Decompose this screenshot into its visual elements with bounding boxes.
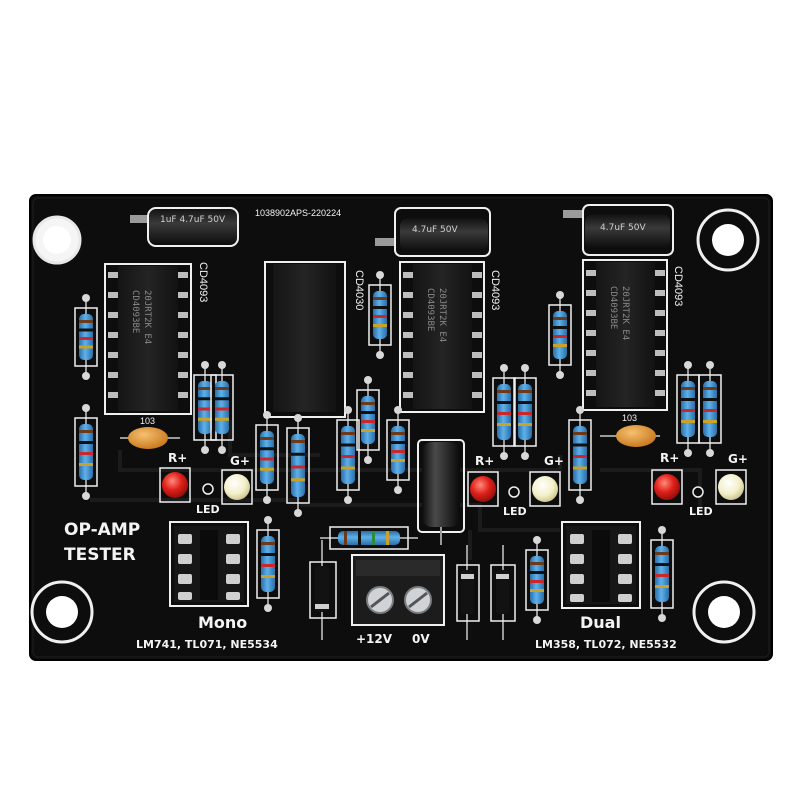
ic-side-label: CD4030 bbox=[353, 270, 365, 310]
resistor bbox=[492, 364, 516, 460]
svg-text:LED: LED bbox=[196, 503, 220, 516]
pcb-edge-highlight bbox=[32, 197, 770, 658]
ceramic-capacitor: 103 bbox=[120, 416, 180, 449]
ic-chip-4: 20JRT2K E4 CD4093BE CD4093 bbox=[582, 259, 684, 411]
svg-text:20JRT2K E4: 20JRT2K E4 bbox=[142, 290, 152, 344]
red-led bbox=[470, 476, 496, 502]
resistor bbox=[286, 414, 310, 517]
svg-text:4.7uF 50V: 4.7uF 50V bbox=[600, 223, 647, 233]
svg-text:1uF 4.7uF 50V: 1uF 4.7uF 50V bbox=[160, 215, 226, 225]
svg-text:CD4093BE: CD4093BE bbox=[130, 290, 140, 333]
svg-text:LM741, TL071, NE5534: LM741, TL071, NE5534 bbox=[136, 638, 278, 651]
white-led bbox=[224, 474, 250, 500]
svg-text:R+: R+ bbox=[168, 451, 187, 465]
ic-chip-2: CD4030 bbox=[264, 261, 365, 418]
ic-side-label: CD4093 bbox=[197, 262, 209, 302]
red-led bbox=[162, 472, 188, 498]
svg-text:20JRT2K E4: 20JRT2K E4 bbox=[620, 286, 630, 340]
diode bbox=[490, 545, 516, 640]
svg-text:103: 103 bbox=[140, 416, 155, 426]
svg-text:LED: LED bbox=[689, 505, 713, 518]
svg-text:G+: G+ bbox=[544, 454, 564, 468]
svg-text:CD4093BE: CD4093BE bbox=[608, 286, 618, 329]
diode bbox=[456, 545, 480, 640]
led-group-1: R+ G+ LED bbox=[159, 451, 253, 516]
power-terminal-block: +12V 0V bbox=[351, 554, 445, 646]
resistor bbox=[74, 404, 98, 500]
svg-text:LM358, TL072, NE5532: LM358, TL072, NE5532 bbox=[535, 638, 677, 651]
board-serial-text: 1038902APS-220224 bbox=[255, 208, 341, 218]
ic-side-label: CD4093 bbox=[672, 266, 684, 306]
resistor bbox=[356, 376, 380, 464]
svg-text:103: 103 bbox=[622, 413, 637, 423]
led-group-3: R+ G+ LED bbox=[651, 451, 748, 518]
diode bbox=[309, 540, 337, 640]
resistor bbox=[386, 406, 410, 494]
svg-text:R+: R+ bbox=[660, 451, 679, 465]
svg-text:+12V: +12V bbox=[356, 632, 393, 646]
resistor bbox=[568, 406, 592, 504]
mounting-hole bbox=[46, 596, 78, 628]
board-title-line2: TESTER bbox=[64, 545, 136, 565]
ceramic-capacitor: 103 bbox=[600, 413, 660, 447]
resistor bbox=[676, 361, 700, 457]
svg-text:0V: 0V bbox=[412, 632, 430, 646]
resistor bbox=[320, 526, 418, 550]
resistor bbox=[336, 406, 360, 504]
svg-text:20JRT2K E4: 20JRT2K E4 bbox=[437, 288, 447, 342]
resistor bbox=[255, 411, 279, 504]
svg-text:R+: R+ bbox=[475, 454, 494, 468]
red-led bbox=[654, 474, 680, 500]
ic-socket-mono: Mono LM741, TL071, NE5534 bbox=[136, 521, 278, 651]
mounting-hole bbox=[696, 208, 760, 272]
white-led bbox=[532, 476, 558, 502]
svg-text:CD4093BE: CD4093BE bbox=[425, 288, 435, 331]
mounting-holes bbox=[30, 208, 760, 644]
resistor bbox=[650, 526, 674, 622]
electrolytic-capacitor: 4.7uF 50V bbox=[375, 207, 491, 257]
white-led bbox=[718, 474, 744, 500]
ic-socket-dual: Dual LM358, TL072, NE5532 bbox=[535, 521, 677, 651]
mounting-hole bbox=[708, 596, 740, 628]
electrolytic-capacitor: 1uF 4.7uF 50V bbox=[130, 207, 239, 247]
mounting-hole bbox=[712, 224, 744, 256]
svg-text:Mono: Mono bbox=[198, 613, 247, 632]
svg-text:Dual: Dual bbox=[580, 613, 621, 632]
resistors bbox=[74, 271, 722, 624]
electrolytic-capacitor-large bbox=[417, 439, 465, 545]
resistor bbox=[698, 361, 722, 457]
svg-text:G+: G+ bbox=[230, 454, 250, 468]
mounting-hole bbox=[692, 580, 756, 644]
resistor bbox=[74, 294, 98, 380]
svg-text:G+: G+ bbox=[728, 452, 748, 466]
svg-text:4.7uF 50V: 4.7uF 50V bbox=[412, 225, 459, 235]
resistor bbox=[210, 361, 234, 454]
resistor bbox=[256, 516, 280, 612]
electrolytic-capacitor: 4.7uF 50V bbox=[563, 204, 674, 256]
board-title-line1: OP-AMP bbox=[64, 520, 140, 540]
resistor bbox=[513, 364, 537, 460]
led-group-2: R+ G+ LED bbox=[467, 454, 564, 518]
resistor bbox=[193, 361, 217, 454]
resistor bbox=[525, 536, 549, 624]
ic-chip-3: 20JRT2K E4 CD4093BE CD4093 bbox=[399, 261, 501, 413]
resistor bbox=[368, 271, 392, 359]
mounting-hole bbox=[43, 226, 71, 254]
ic-side-label: CD4093 bbox=[489, 270, 501, 310]
mounting-hole bbox=[30, 580, 94, 644]
resistor bbox=[548, 291, 572, 379]
copper-traces bbox=[90, 420, 702, 560]
svg-text:LED: LED bbox=[503, 505, 527, 518]
ic-chip-1: 20JRT2K E4 CD4093BE CD4093 bbox=[104, 262, 209, 415]
